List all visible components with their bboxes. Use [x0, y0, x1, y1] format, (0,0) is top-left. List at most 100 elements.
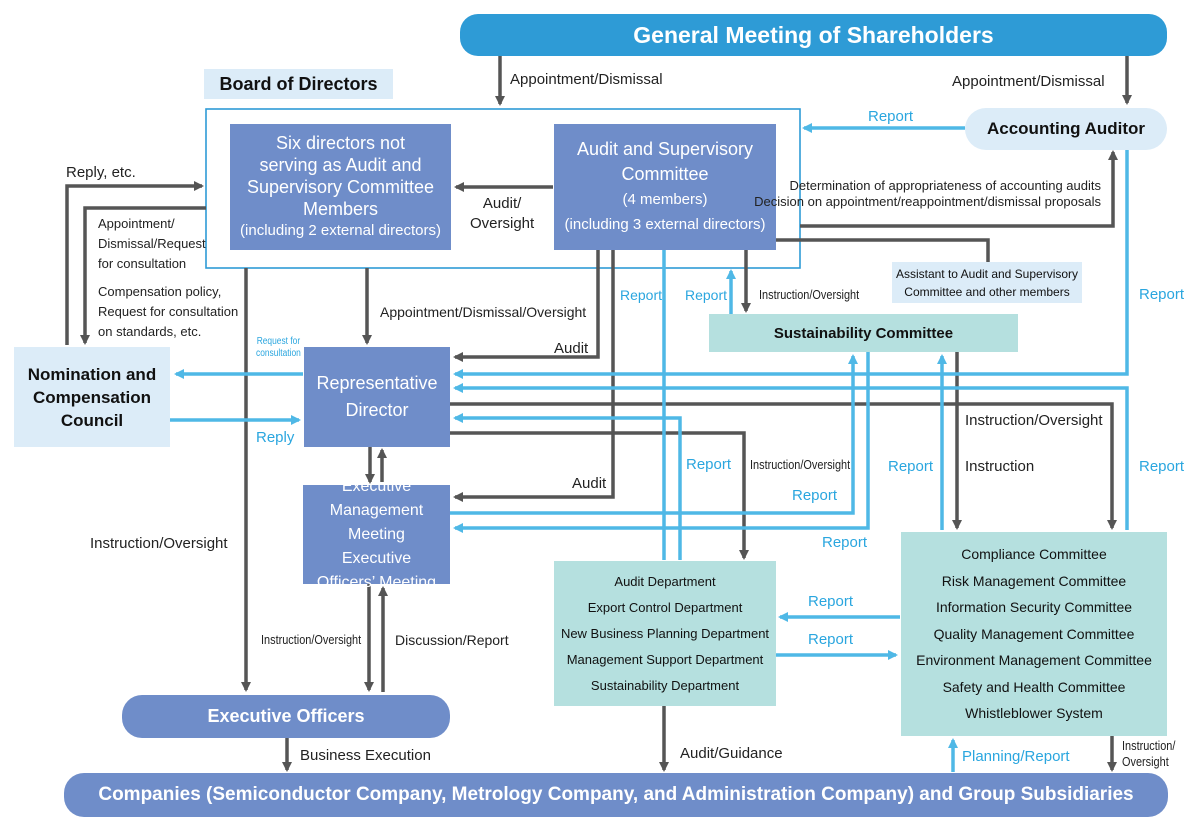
committee-item: Information Security Committee — [935, 599, 1133, 616]
exec-meeting-line: Executive — [341, 477, 412, 495]
departments-box: Audit Department Export Control Departme… — [554, 561, 776, 706]
arrow-rep-dept — [450, 431, 749, 560]
nomination-council-box: Nomination and Compensation Council — [14, 347, 170, 447]
instruction-oversight-label: Instruction/Oversight — [759, 287, 860, 302]
committee-item: Safety and Health Committee — [942, 678, 1126, 695]
instruction-oversight-label: Instruction/Oversight — [965, 412, 1103, 429]
arrow-committees-rep-report — [453, 383, 1129, 530]
instruction-oversight-label: Instruction/Oversight — [750, 457, 851, 472]
appointment-request-line: Appointment/ — [98, 216, 175, 231]
report-label: Report — [822, 534, 868, 551]
audit-committee-line: Committee — [621, 164, 709, 184]
board-title: Board of Directors — [204, 69, 393, 99]
department-item: Management Support Department — [566, 651, 764, 667]
request-consultation-line: consultation — [256, 348, 301, 359]
audit-label: Audit — [554, 340, 589, 357]
exec-meeting-line: Management Meeting — [329, 501, 424, 543]
report-label: Report — [792, 487, 838, 504]
assistant-line: Assistant to Audit and Supervisory — [895, 266, 1079, 281]
audit-committee-line: (4 members) — [622, 191, 708, 208]
instruction-label: Instruction — [965, 458, 1035, 475]
report-label: Report — [685, 287, 728, 303]
compensation-policy-label: Compensation policy, Request for consult… — [98, 282, 238, 342]
arrow-auditor-rep-report — [453, 150, 1129, 379]
representative-director-box: Representative Director — [304, 347, 450, 447]
executive-officers-label: Executive Officers — [207, 706, 365, 726]
appt-dismissal-label: Appointment/Dismissal — [952, 73, 1105, 90]
audit-committee-line: (including 3 external directors) — [564, 216, 766, 233]
report-label: Report — [1139, 286, 1185, 303]
arrow-audit-execmeeting — [453, 250, 615, 502]
arrow-execmeeting-sust-report — [450, 354, 858, 515]
exec-meeting-box: Executive Management Meeting Executive O… — [303, 478, 450, 591]
committee-item: Whistleblower System — [965, 705, 1103, 722]
committee-item: Quality Management Committee — [933, 625, 1135, 642]
audit-committee-box: Audit and Supervisory Committee (4 membe… — [554, 124, 776, 250]
committee-item: Risk Management Committee — [941, 572, 1127, 589]
determination-line: Determination of appropriateness of acco… — [789, 178, 1101, 193]
instruction-oversight-label: Instruction/Oversight — [90, 535, 228, 552]
report-label: Report — [1139, 458, 1185, 475]
six-directors-line: serving as Audit and — [259, 155, 422, 175]
discussion-report-label: Discussion/Report — [395, 632, 509, 648]
sustainability-committee-label: Sustainability Committee — [773, 324, 954, 342]
department-item: Audit Department — [614, 573, 716, 589]
report-label: Report — [868, 108, 914, 125]
representative-director-line: Representative — [316, 373, 438, 393]
arrow-council-board-reply — [65, 181, 204, 345]
appt-dismissal-label: Appointment/Dismissal — [510, 71, 663, 88]
department-item: New Business Planning Department — [560, 625, 770, 641]
report-label: Report — [808, 593, 854, 610]
six-directors-box: Six directors not serving as Audit and S… — [230, 124, 451, 250]
department-item: Sustainability Department — [590, 677, 740, 693]
nomination-council-line: Council — [60, 410, 124, 430]
executive-officers-pill: Executive Officers — [122, 695, 450, 738]
six-directors-line: (including 2 external directors) — [240, 222, 441, 239]
arrow-board-council — [80, 206, 206, 345]
arrow-board-auditor — [800, 150, 1118, 228]
committee-item: Compliance Committee — [961, 546, 1107, 563]
planning-report-label: Planning/Report — [962, 748, 1070, 765]
instruction-oversight-line: Oversight — [1122, 754, 1169, 769]
shareholders-label: General Meeting of Shareholders — [633, 21, 994, 48]
arrow-dept-rep-report — [453, 413, 682, 560]
appointment-request-line: for consultation — [98, 256, 187, 271]
instruction-oversight-line: Instruction/ — [1122, 738, 1176, 753]
compensation-policy-line: Request for consultation — [98, 304, 239, 319]
arrow-sust-execmeeting-report — [453, 352, 870, 533]
committees-box: Compliance Committee Risk Management Com… — [901, 532, 1167, 736]
six-directors-line: Members — [302, 199, 378, 219]
nomination-council-line: Compensation — [32, 387, 152, 407]
audit-oversight-line: Oversight — [470, 215, 535, 232]
arrow-rep-committees — [450, 402, 1117, 530]
compensation-policy-line: on standards, etc. — [98, 324, 202, 339]
audit-guidance-label: Audit/Guidance — [680, 745, 783, 762]
audit-label: Audit — [572, 475, 607, 492]
report-label: Report — [888, 458, 934, 475]
exec-meeting-line: Officers’ Meeting — [316, 573, 437, 591]
board-title-label: Board of Directors — [219, 73, 378, 94]
sustainability-committee-box: Sustainability Committee — [709, 314, 1018, 352]
reply-label: Reply — [256, 429, 295, 446]
arrow-audit-rep — [453, 250, 600, 362]
companies-pill: Companies (Semiconductor Company, Metrol… — [64, 773, 1168, 817]
companies-label: Companies (Semiconductor Company, Metrol… — [98, 784, 1134, 805]
exec-meeting-line: Executive — [341, 549, 412, 567]
report-label: Report — [620, 287, 663, 303]
instruction-oversight-label: Instruction/Oversight — [261, 632, 362, 647]
appointment-oversight-label: Appointment/Dismissal/Oversight — [380, 304, 587, 320]
representative-director-line: Director — [345, 400, 409, 420]
nomination-council-line: Nomination and — [27, 364, 157, 384]
accounting-auditor-label: Accounting Auditor — [986, 119, 1145, 138]
determination-label: Determination of appropriateness of acco… — [754, 178, 1101, 209]
audit-oversight-line: Audit/ — [482, 195, 522, 212]
compensation-policy-line: Compensation policy, — [98, 284, 222, 299]
accounting-auditor-pill: Accounting Auditor — [965, 108, 1167, 150]
appointment-request-line: Dismissal/Request — [98, 236, 206, 251]
reply-etc-label: Reply, etc. — [66, 164, 136, 181]
assistant-line: Committee and other members — [904, 284, 1070, 299]
report-label: Report — [808, 631, 854, 648]
instruction-oversight-label: Instruction/ Oversight — [1122, 738, 1175, 770]
audit-committee-line: Audit and Supervisory — [576, 139, 754, 159]
